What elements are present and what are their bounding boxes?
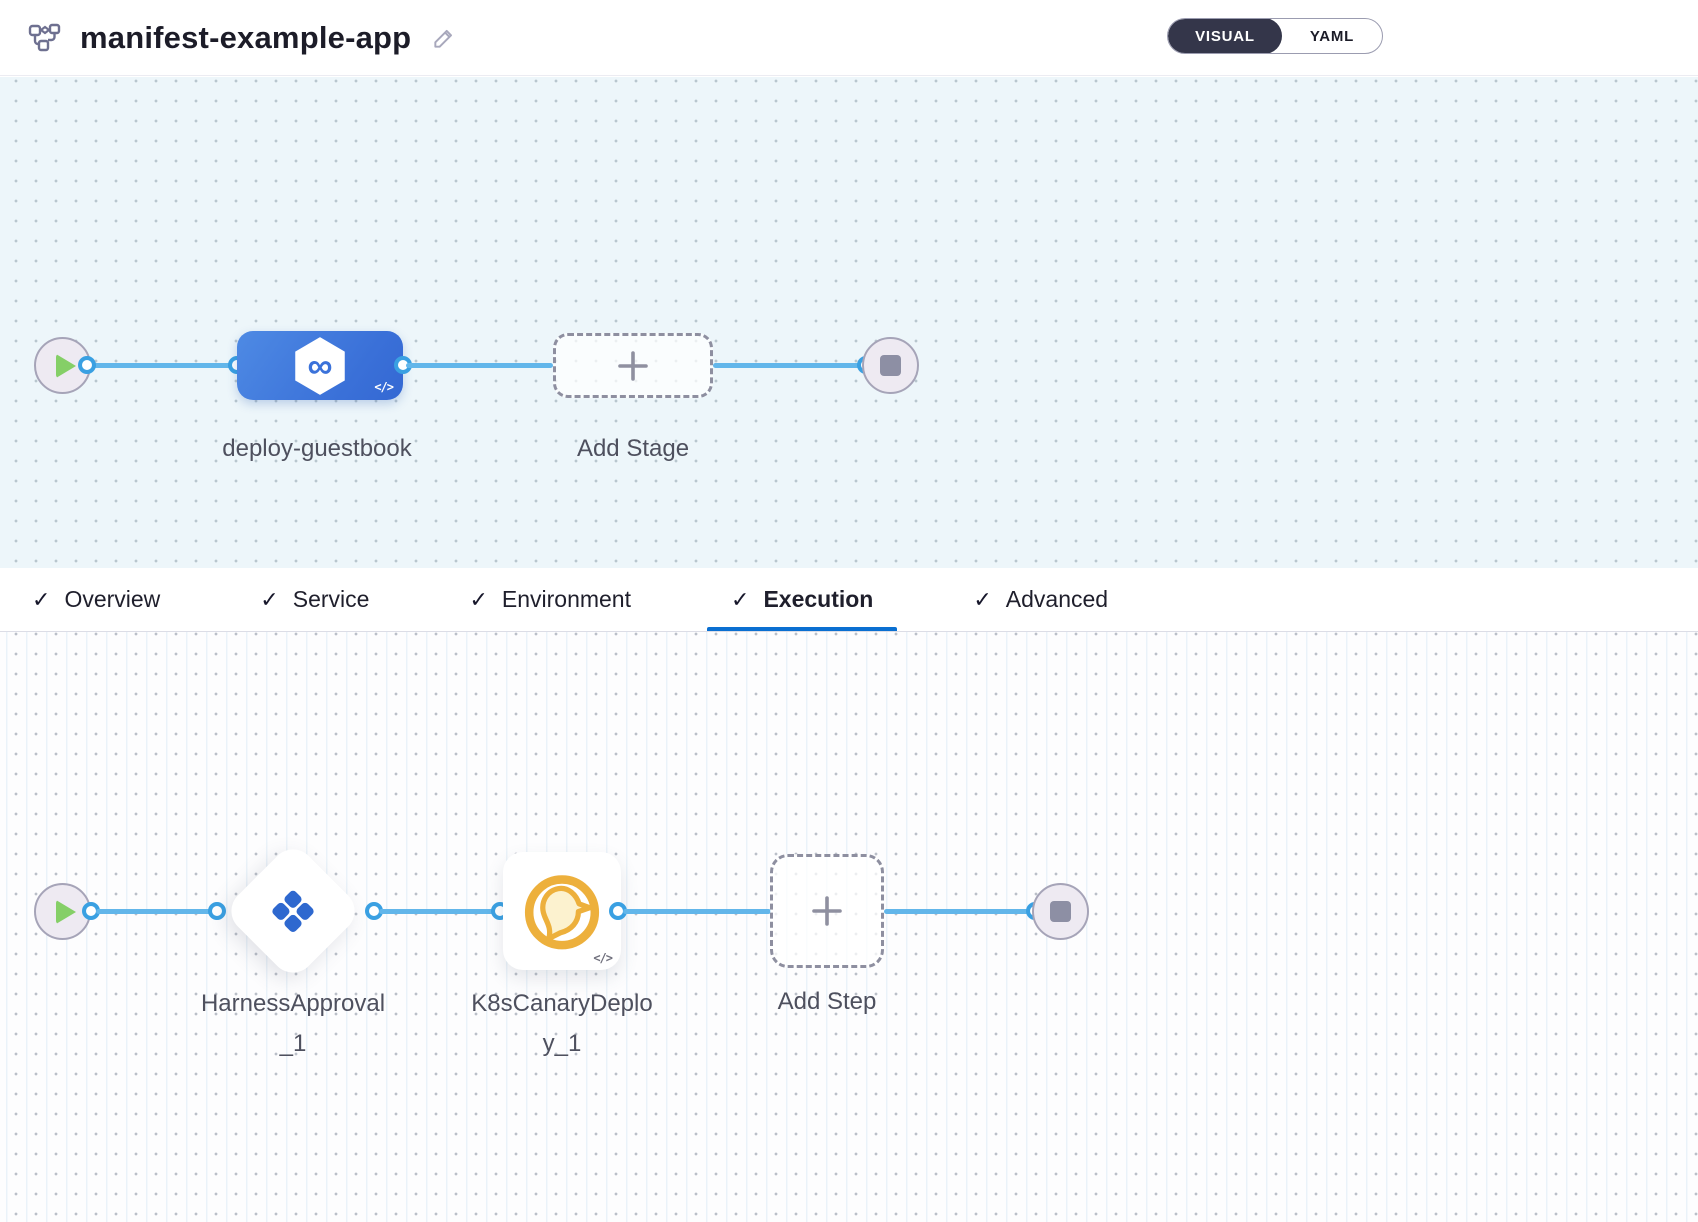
port	[78, 356, 96, 374]
stage-node-deploy-guestbook[interactable]: ∞ </>	[237, 331, 403, 400]
edge-stage-to-addstage	[406, 363, 553, 368]
execution-end-node[interactable]	[1032, 883, 1089, 940]
step-code-badge[interactable]: </>	[593, 951, 613, 965]
tab-label: Service	[292, 586, 370, 612]
add-stage-button[interactable]	[553, 333, 713, 398]
check-icon: ✓	[32, 586, 51, 612]
add-step-button[interactable]	[770, 854, 884, 968]
play-icon	[55, 899, 76, 924]
tab-service[interactable]: ✓ Service	[236, 568, 393, 631]
stage-graph-canvas[interactable]: ∞ </> deploy-guestbook Add Stage	[0, 77, 1698, 568]
edge-addstep-to-end	[884, 909, 1032, 914]
tab-execution[interactable]: ✓ Execution	[707, 568, 898, 631]
toggle-visual[interactable]: VISUAL	[1168, 19, 1282, 53]
step-node-k8s-canary-deploy[interactable]: </>	[503, 852, 621, 970]
pipeline-icon	[28, 23, 62, 53]
edge-addstage-to-end	[713, 363, 863, 368]
tab-label: Overview	[64, 586, 161, 612]
edge-canary-to-addstep	[623, 909, 771, 914]
stage-code-badge[interactable]: </>	[374, 380, 394, 394]
stop-icon	[880, 355, 901, 376]
check-icon: ✓	[973, 586, 992, 612]
port	[208, 902, 226, 920]
visual-yaml-toggle: VISUAL YAML	[1167, 18, 1383, 54]
stop-icon	[1050, 901, 1071, 922]
play-icon	[55, 353, 76, 378]
page-title: manifest-example-app	[80, 19, 412, 55]
stage-label[interactable]: deploy-guestbook	[222, 435, 412, 462]
step-label-harness-approval[interactable]: HarnessApproval_1	[200, 990, 386, 1057]
check-icon: ✓	[260, 586, 279, 612]
step-node-harness-approval[interactable]	[222, 840, 364, 982]
plus-icon	[618, 350, 648, 381]
edge-approval-to-canary	[379, 909, 495, 914]
add-stage-label[interactable]: Add Stage	[576, 435, 690, 462]
tab-label: Environment	[501, 586, 631, 612]
pipeline-end-node[interactable]	[862, 337, 919, 394]
harness-approval-icon	[272, 890, 314, 932]
check-icon: ✓	[731, 586, 750, 612]
edge-start-to-stage	[92, 363, 240, 368]
check-icon: ✓	[469, 586, 488, 612]
edge-start-to-approval	[96, 909, 214, 914]
edit-pencil-icon[interactable]	[431, 25, 457, 51]
execution-graph-canvas[interactable]: </> HarnessApproval_1 K8sCanaryDeploy_1 …	[0, 632, 1698, 1222]
plus-icon	[812, 896, 842, 926]
tab-overview[interactable]: ✓ Overview	[8, 568, 184, 631]
tab-label: Advanced	[1005, 586, 1109, 612]
tab-label: Execution	[763, 586, 874, 612]
cd-stage-icon: ∞	[295, 336, 345, 395]
step-label-k8s-canary[interactable]: K8sCanaryDeploy_1	[471, 990, 653, 1057]
add-step-label[interactable]: Add Step	[777, 988, 877, 1015]
header: manifest-example-app VISUAL YAML	[0, 0, 1698, 76]
canary-deploy-icon	[524, 875, 600, 950]
svg-text:∞: ∞	[308, 346, 333, 385]
tab-environment[interactable]: ✓ Environment	[445, 568, 655, 631]
toggle-yaml[interactable]: YAML	[1309, 27, 1355, 45]
tab-advanced[interactable]: ✓ Advanced	[949, 568, 1132, 631]
stage-config-tabbar: ✓ Overview ✓ Service ✓ Environment ✓ Exe…	[0, 568, 1698, 632]
